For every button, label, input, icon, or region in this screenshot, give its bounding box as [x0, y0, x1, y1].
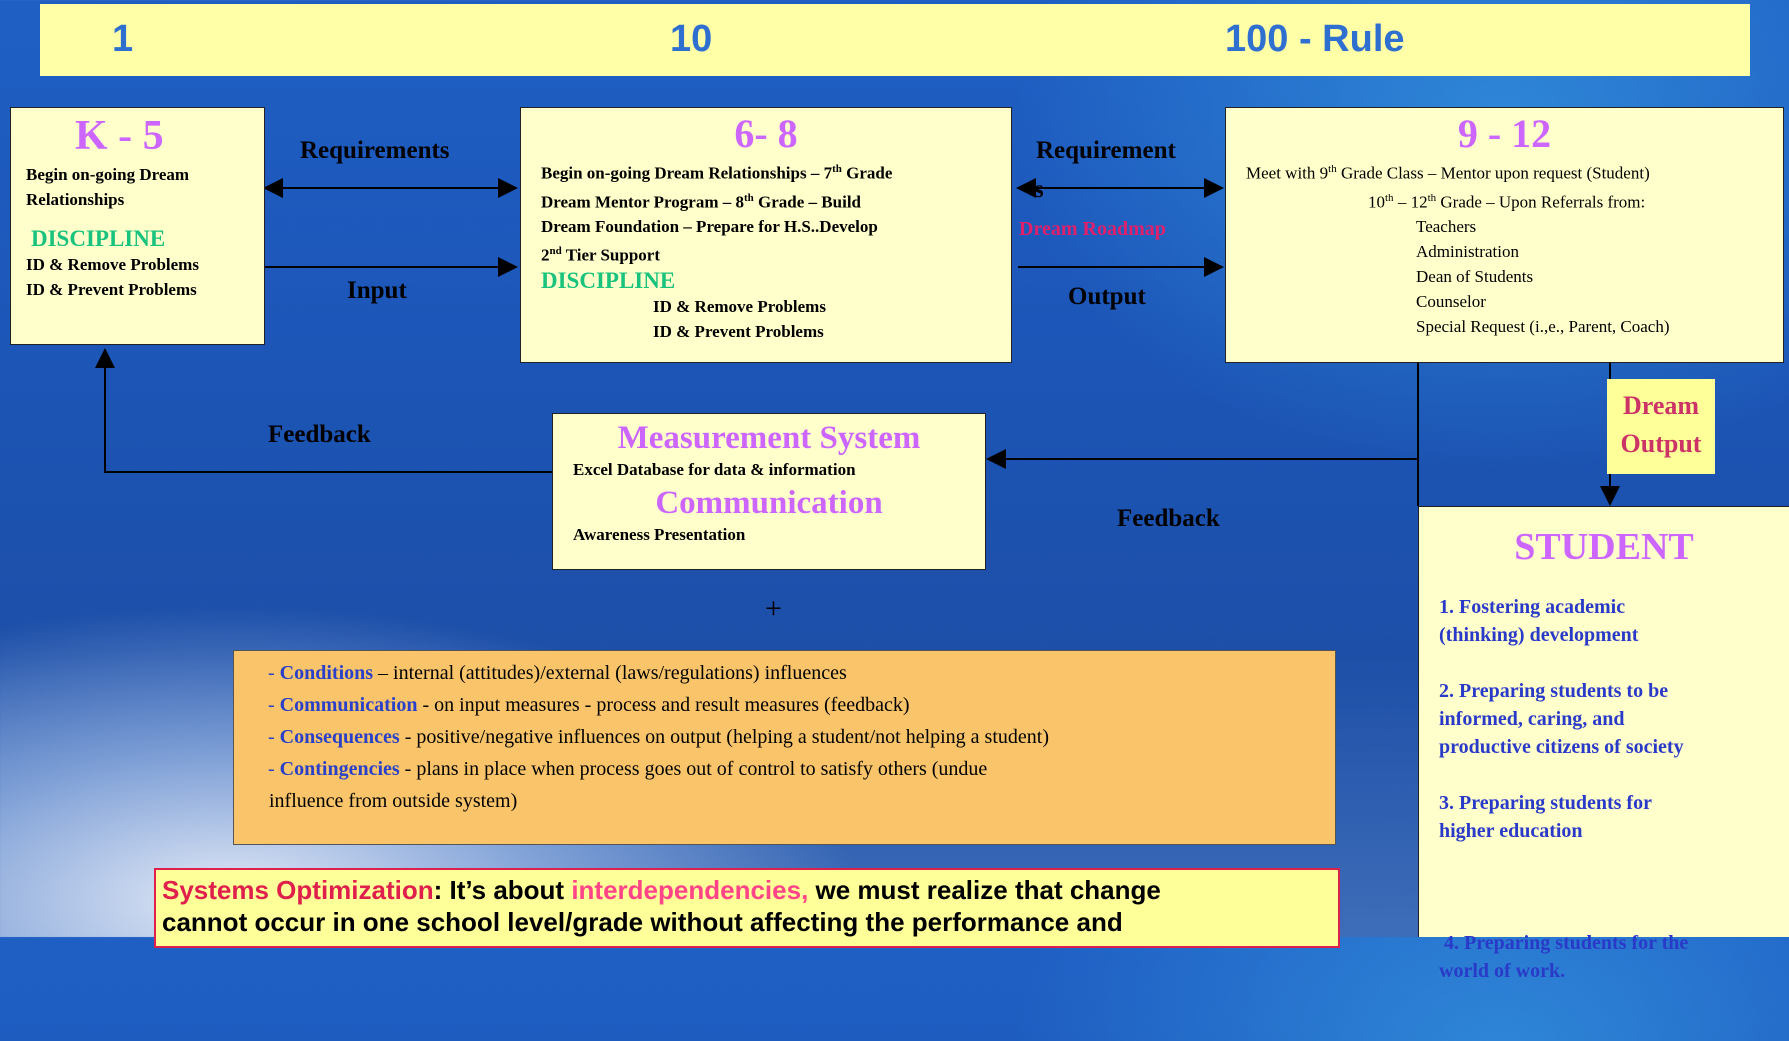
k5-prevent: ID & Prevent Problems: [26, 280, 197, 299]
consequences-row: - Consequences - positive/negative influ…: [268, 726, 1049, 748]
banner-label-100-rule: 100 - Rule: [1225, 18, 1405, 60]
k5-line-2: Relationships: [26, 190, 125, 209]
g912-line-2: 10th – 12th Grade – Upon Referrals from:: [1368, 191, 1646, 212]
k5-remove: ID & Remove Problems: [26, 255, 199, 274]
systems-optimization-line-1: Systems Optimization: It’s about interde…: [162, 875, 1161, 905]
g912-ref-administration: Administration: [1416, 242, 1519, 262]
dream-output-line-2: Output: [1620, 429, 1702, 458]
student-title: STUDENT: [1514, 526, 1694, 568]
g912-ref-counselor: Counselor: [1416, 292, 1486, 312]
g912-ref-special: Special Request (i.,e., Parent, Coach): [1416, 317, 1670, 337]
connector-arrows: [95, 178, 1620, 506]
plus-sign: +: [765, 592, 782, 625]
communication-row: - Communication - on input measures - pr…: [268, 694, 910, 716]
measurement-title: Measurement System: [617, 420, 921, 456]
input-label: Input: [347, 277, 407, 304]
requirements-label-left: Requirements: [300, 137, 450, 164]
student-items: 1. Fostering academic(thinking) developm…: [1419, 593, 1789, 1041]
output-label: Output: [1068, 283, 1146, 310]
systems-optimization-box: Systems Optimization: It’s about interde…: [154, 868, 1340, 948]
g912-ref-dean: Dean of Students: [1416, 267, 1534, 287]
dream-output-line-1: Dream: [1622, 391, 1700, 420]
banner-label-1: 1: [112, 18, 134, 60]
top-banner: 1 10 100 - Rule: [40, 4, 1750, 76]
g68-line-1: Begin on-going Dream Relationships – 7th…: [541, 163, 893, 183]
grade-9-12-title: 9 - 12: [1457, 111, 1552, 156]
feedback-label-right: Feedback: [1117, 505, 1220, 532]
conditions-box: - Conditions – internal (attitudes)/exte…: [233, 650, 1336, 845]
g912-line-1: Meet with 9th Grade Class – Mentor upon …: [1246, 163, 1650, 183]
k5-box: K - 5 Begin on-going Dream Relationships…: [10, 107, 265, 345]
banner-label-10: 10: [670, 18, 713, 60]
dream-output-box: Dream Output: [1607, 379, 1715, 474]
g68-line-2: Dream Mentor Program – 8th Grade – Build: [541, 191, 861, 212]
student-box: STUDENT 1. Fostering academic(thinking) …: [1418, 506, 1789, 982]
communication-title: Communication: [655, 485, 883, 521]
grade-9-12-box: 9 - 12 Meet with 9th Grade Class – Mento…: [1225, 107, 1784, 363]
g68-discipline: DISCIPLINE: [541, 267, 676, 293]
grade-6-8-box: 6- 8 Begin on-going Dream Relationships …: [520, 107, 1012, 363]
requirements-label-right: Requirement: [1036, 137, 1176, 164]
g68-prevent: ID & Prevent Problems: [653, 321, 824, 341]
g912-ref-teachers: Teachers: [1416, 217, 1477, 237]
dream-roadmap-label: Dream Roadmap: [1019, 218, 1166, 240]
g68-line-4: 2nd Tier Support: [541, 245, 661, 265]
measurement-excel: Excel Database for data & information: [573, 460, 856, 479]
g68-line-3: Dream Foundation – Prepare for H.S..Deve…: [541, 217, 878, 237]
k5-discipline: DISCIPLINE: [31, 226, 166, 251]
feedback-label-left: Feedback: [268, 421, 371, 448]
k5-line-1: Begin on-going Dream: [26, 165, 190, 184]
grade-6-8-title: 6- 8: [734, 111, 798, 156]
measurement-awareness: Awareness Presentation: [573, 525, 746, 544]
contingencies-row: - Contingencies - plans in place when pr…: [268, 758, 988, 780]
g68-remove: ID & Remove Problems: [653, 296, 826, 316]
contingencies-row-cont: influence from outside system): [269, 790, 518, 812]
k5-title: K - 5: [75, 113, 164, 159]
systems-optimization-line-2: cannot occur in one school level/grade w…: [162, 907, 1123, 937]
measurement-system-box: Measurement System Excel Database for da…: [552, 413, 986, 570]
requirements-label-right-wrap: s: [1034, 176, 1044, 203]
student-item-1: 1. Fostering academic(thinking) developm…: [1439, 596, 1639, 646]
conditions-row: - Conditions – internal (attitudes)/exte…: [268, 662, 847, 684]
